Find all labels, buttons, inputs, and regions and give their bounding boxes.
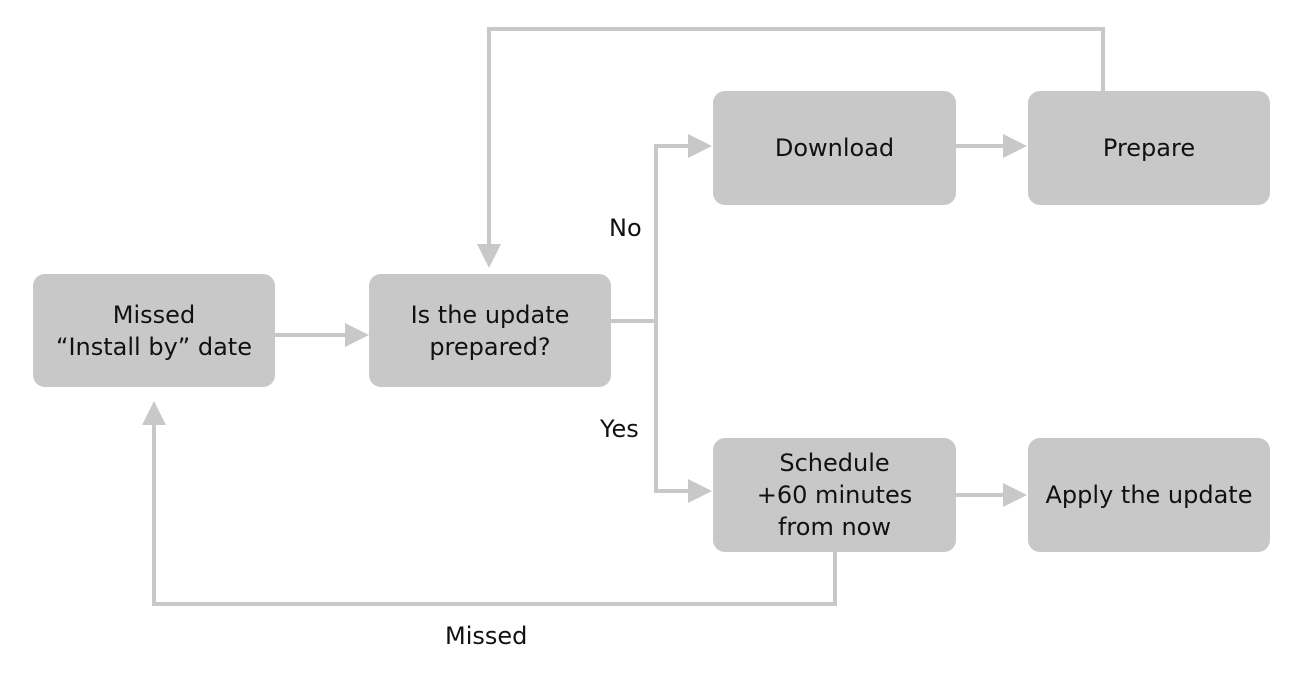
arrow-no-to-download <box>654 144 690 321</box>
node-apply-update: Apply the update <box>1028 438 1270 552</box>
node-apply-label: Apply the update <box>1045 481 1253 509</box>
node-missed-line1: Missed <box>112 300 196 329</box>
arrowhead-to-apply <box>1003 483 1027 507</box>
node-schedule-line1: Schedule <box>779 449 890 477</box>
node-schedule: Schedule +60 minutes from now <box>713 438 956 552</box>
node-check-line2: prepared? <box>429 332 551 361</box>
arrow-yes-to-schedule <box>654 321 690 493</box>
arrow-prepare-to-check <box>487 27 1105 246</box>
arrow-schedule-missed-loop <box>152 423 837 606</box>
node-prepare-label: Prepare <box>1102 134 1196 162</box>
edge-label-no: No <box>609 214 642 242</box>
arrowhead-to-prepare <box>1003 134 1027 158</box>
arrowhead-to-check <box>345 323 369 347</box>
edge-label-yes: Yes <box>600 415 639 443</box>
arrowhead-to-download <box>688 134 712 158</box>
arrowhead-loop-to-missed <box>142 401 166 425</box>
node-is-update-prepared: Is the update prepared? <box>369 274 611 387</box>
node-check-line1: Is the update <box>410 300 570 329</box>
node-schedule-line2: +60 minutes <box>756 481 913 509</box>
node-missed-install-by-date: Missed “Install by” date <box>33 274 275 387</box>
node-download-label: Download <box>774 134 895 162</box>
node-download: Download <box>713 91 956 205</box>
arrowhead-loop-to-check <box>477 244 501 268</box>
edge-label-missed: Missed <box>445 622 528 650</box>
node-schedule-line3: from now <box>777 513 891 541</box>
arrowhead-to-schedule <box>688 479 712 503</box>
node-missed-line2: “Install by” date <box>56 332 252 361</box>
node-prepare: Prepare <box>1028 91 1270 205</box>
